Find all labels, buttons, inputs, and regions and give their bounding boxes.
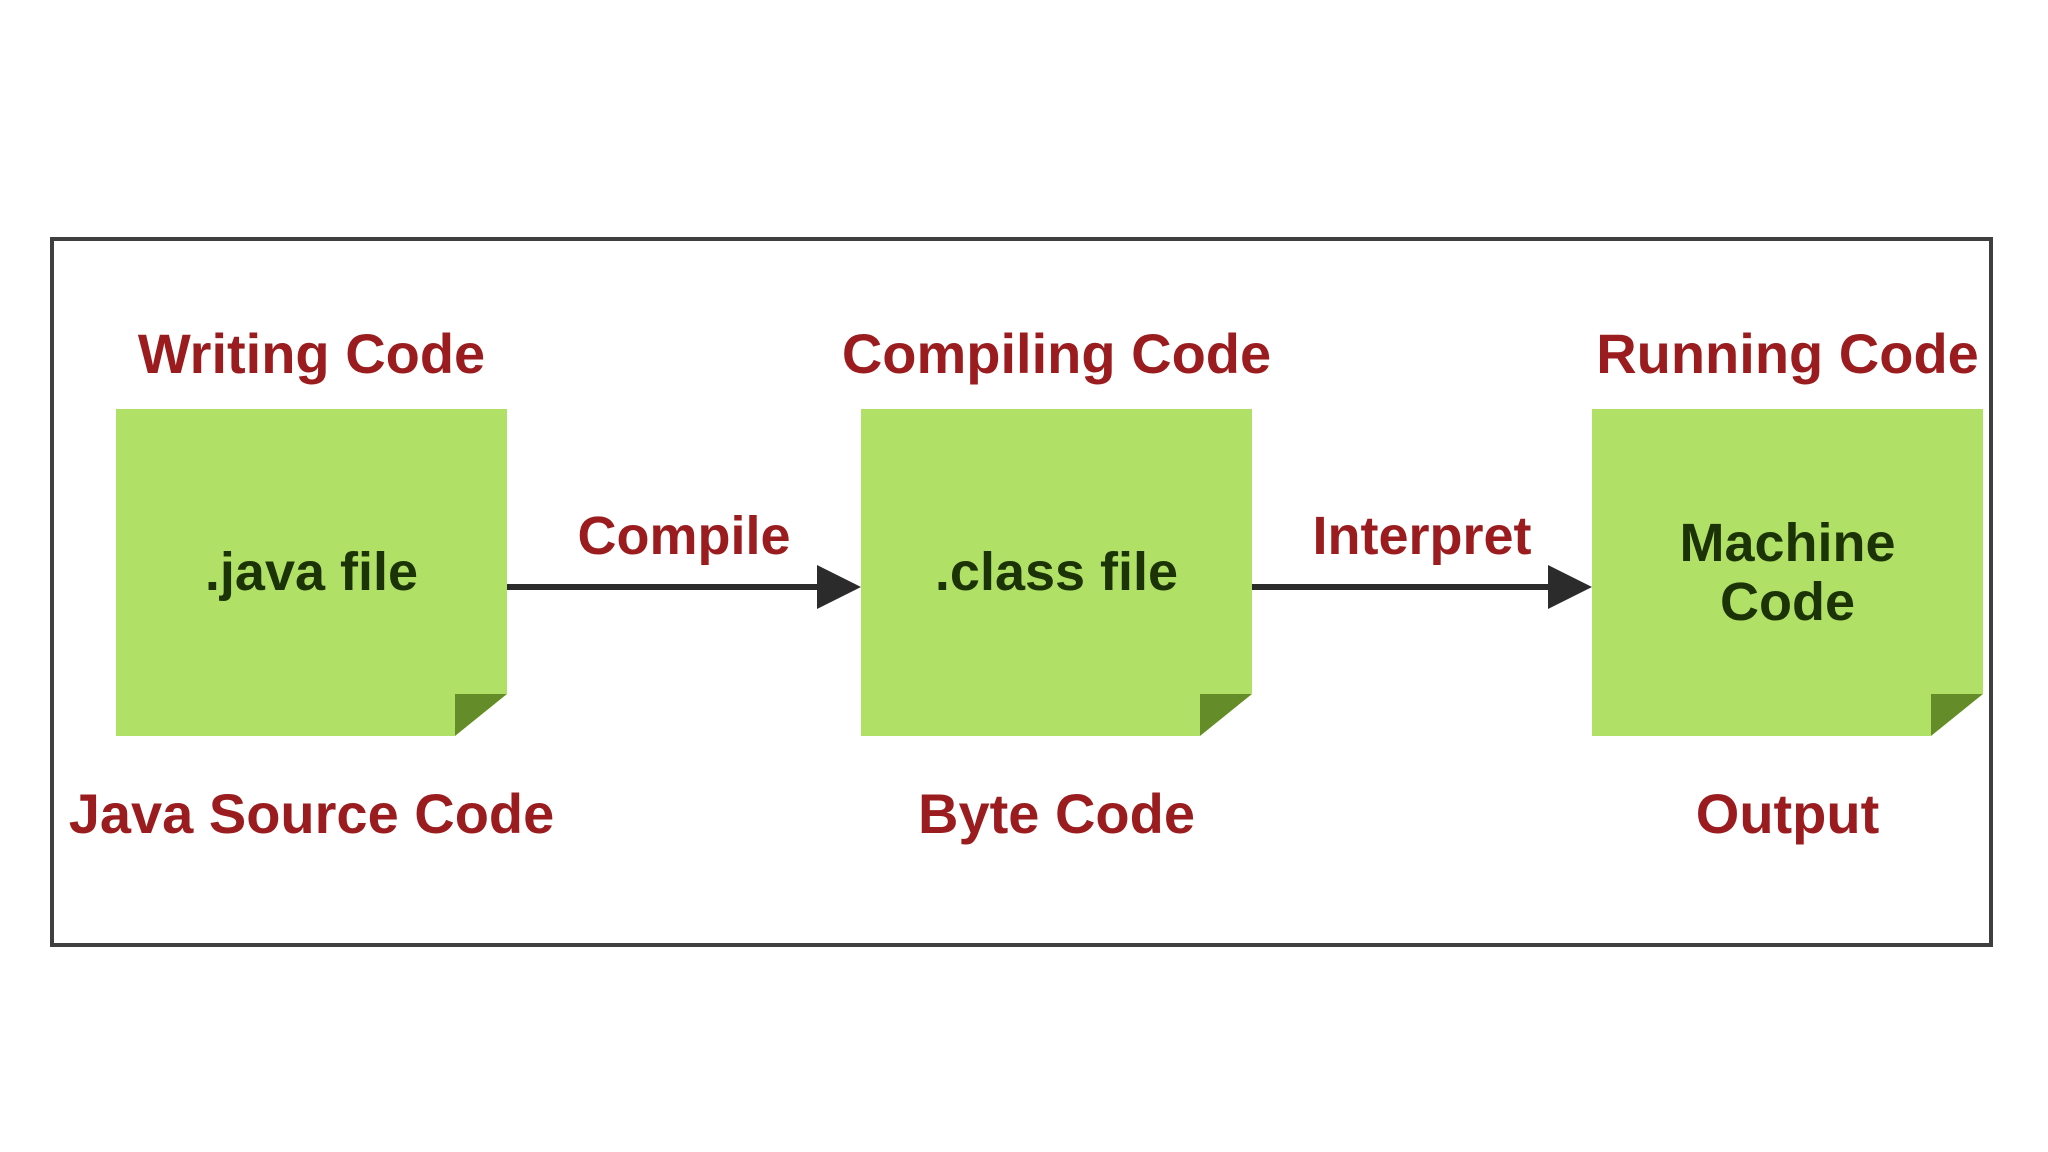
stage-caption: Output [1695, 782, 1880, 845]
sticky-note-class-file: .class file [861, 409, 1252, 736]
dog-ear-fold-icon [1200, 694, 1252, 736]
sticky-note-machine-code: Machine Code [1592, 409, 1983, 736]
stage-header: Running Code [1596, 322, 1979, 385]
arrow-head-icon [1548, 565, 1592, 609]
arrow-line [1252, 584, 1562, 590]
arrow-label: Compile [577, 506, 791, 566]
stage-header: Writing Code [137, 322, 486, 385]
arrow-head-icon [817, 565, 861, 609]
diagram-frame: Writing Code .java file Java Source Code… [50, 237, 1993, 947]
arrow-compile: Compile [507, 241, 861, 943]
stage-compiling-code: Compiling Code .class file Byte Code [842, 241, 1271, 943]
arrow-label: Interpret [1312, 506, 1532, 566]
stage-writing-code: Writing Code .java file Java Source Code [69, 241, 555, 943]
sticky-note-java-file: .java file [116, 409, 507, 736]
note-label: .java file [204, 542, 419, 603]
dog-ear-fold-icon [1931, 694, 1983, 736]
stage-caption: Java Source Code [68, 782, 555, 845]
dog-ear-fold-icon [455, 694, 507, 736]
arrow-line [507, 584, 831, 590]
note-label: .class file [934, 542, 1179, 603]
arrow-interpret: Interpret [1252, 241, 1592, 943]
note-label: Machine Code [1679, 513, 1896, 632]
stage-header: Compiling Code [841, 322, 1272, 385]
stage-caption: Byte Code [918, 782, 1195, 845]
stage-running-code: Running Code Machine Code Output [1592, 241, 1983, 943]
